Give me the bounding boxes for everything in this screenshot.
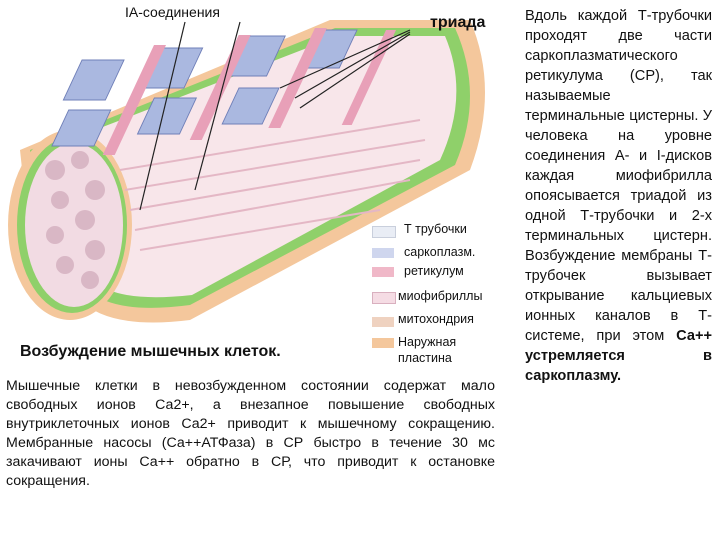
triad-label: триада <box>430 14 485 32</box>
section-title: Возбуждение мышечных клеток. <box>20 343 281 361</box>
legend-swatch-myofibrils <box>372 292 396 304</box>
legend-item: Т трубочки <box>404 222 467 237</box>
legend-item: пластина <box>398 351 452 366</box>
left-paragraph: Мышечные клетки в невозбужденном состоян… <box>6 377 495 491</box>
right-paragraph: Вдоль каждой Т-трубочки проходят две час… <box>525 6 712 386</box>
legend-swatch-t-tubules <box>372 226 396 238</box>
legend-item: ретикулум <box>404 264 464 279</box>
fiber-cross-section <box>8 130 132 320</box>
legend-item: Наружная <box>398 335 456 350</box>
ia-junction-label: IA-соединения <box>125 4 220 20</box>
legend-swatch-sarcoplasmic <box>372 248 394 258</box>
legend-swatch-reticulum <box>372 267 394 277</box>
legend-item: саркоплазм. <box>404 245 475 260</box>
right-paragraph-text: Вдоль каждой Т-трубочки проходят две час… <box>525 8 712 344</box>
legend-item: миофибриллы <box>398 289 482 304</box>
legend-item: митохондрия <box>398 312 474 327</box>
legend-swatch-mitochondria <box>372 317 394 327</box>
legend-swatch-outer-lamina <box>372 338 394 348</box>
